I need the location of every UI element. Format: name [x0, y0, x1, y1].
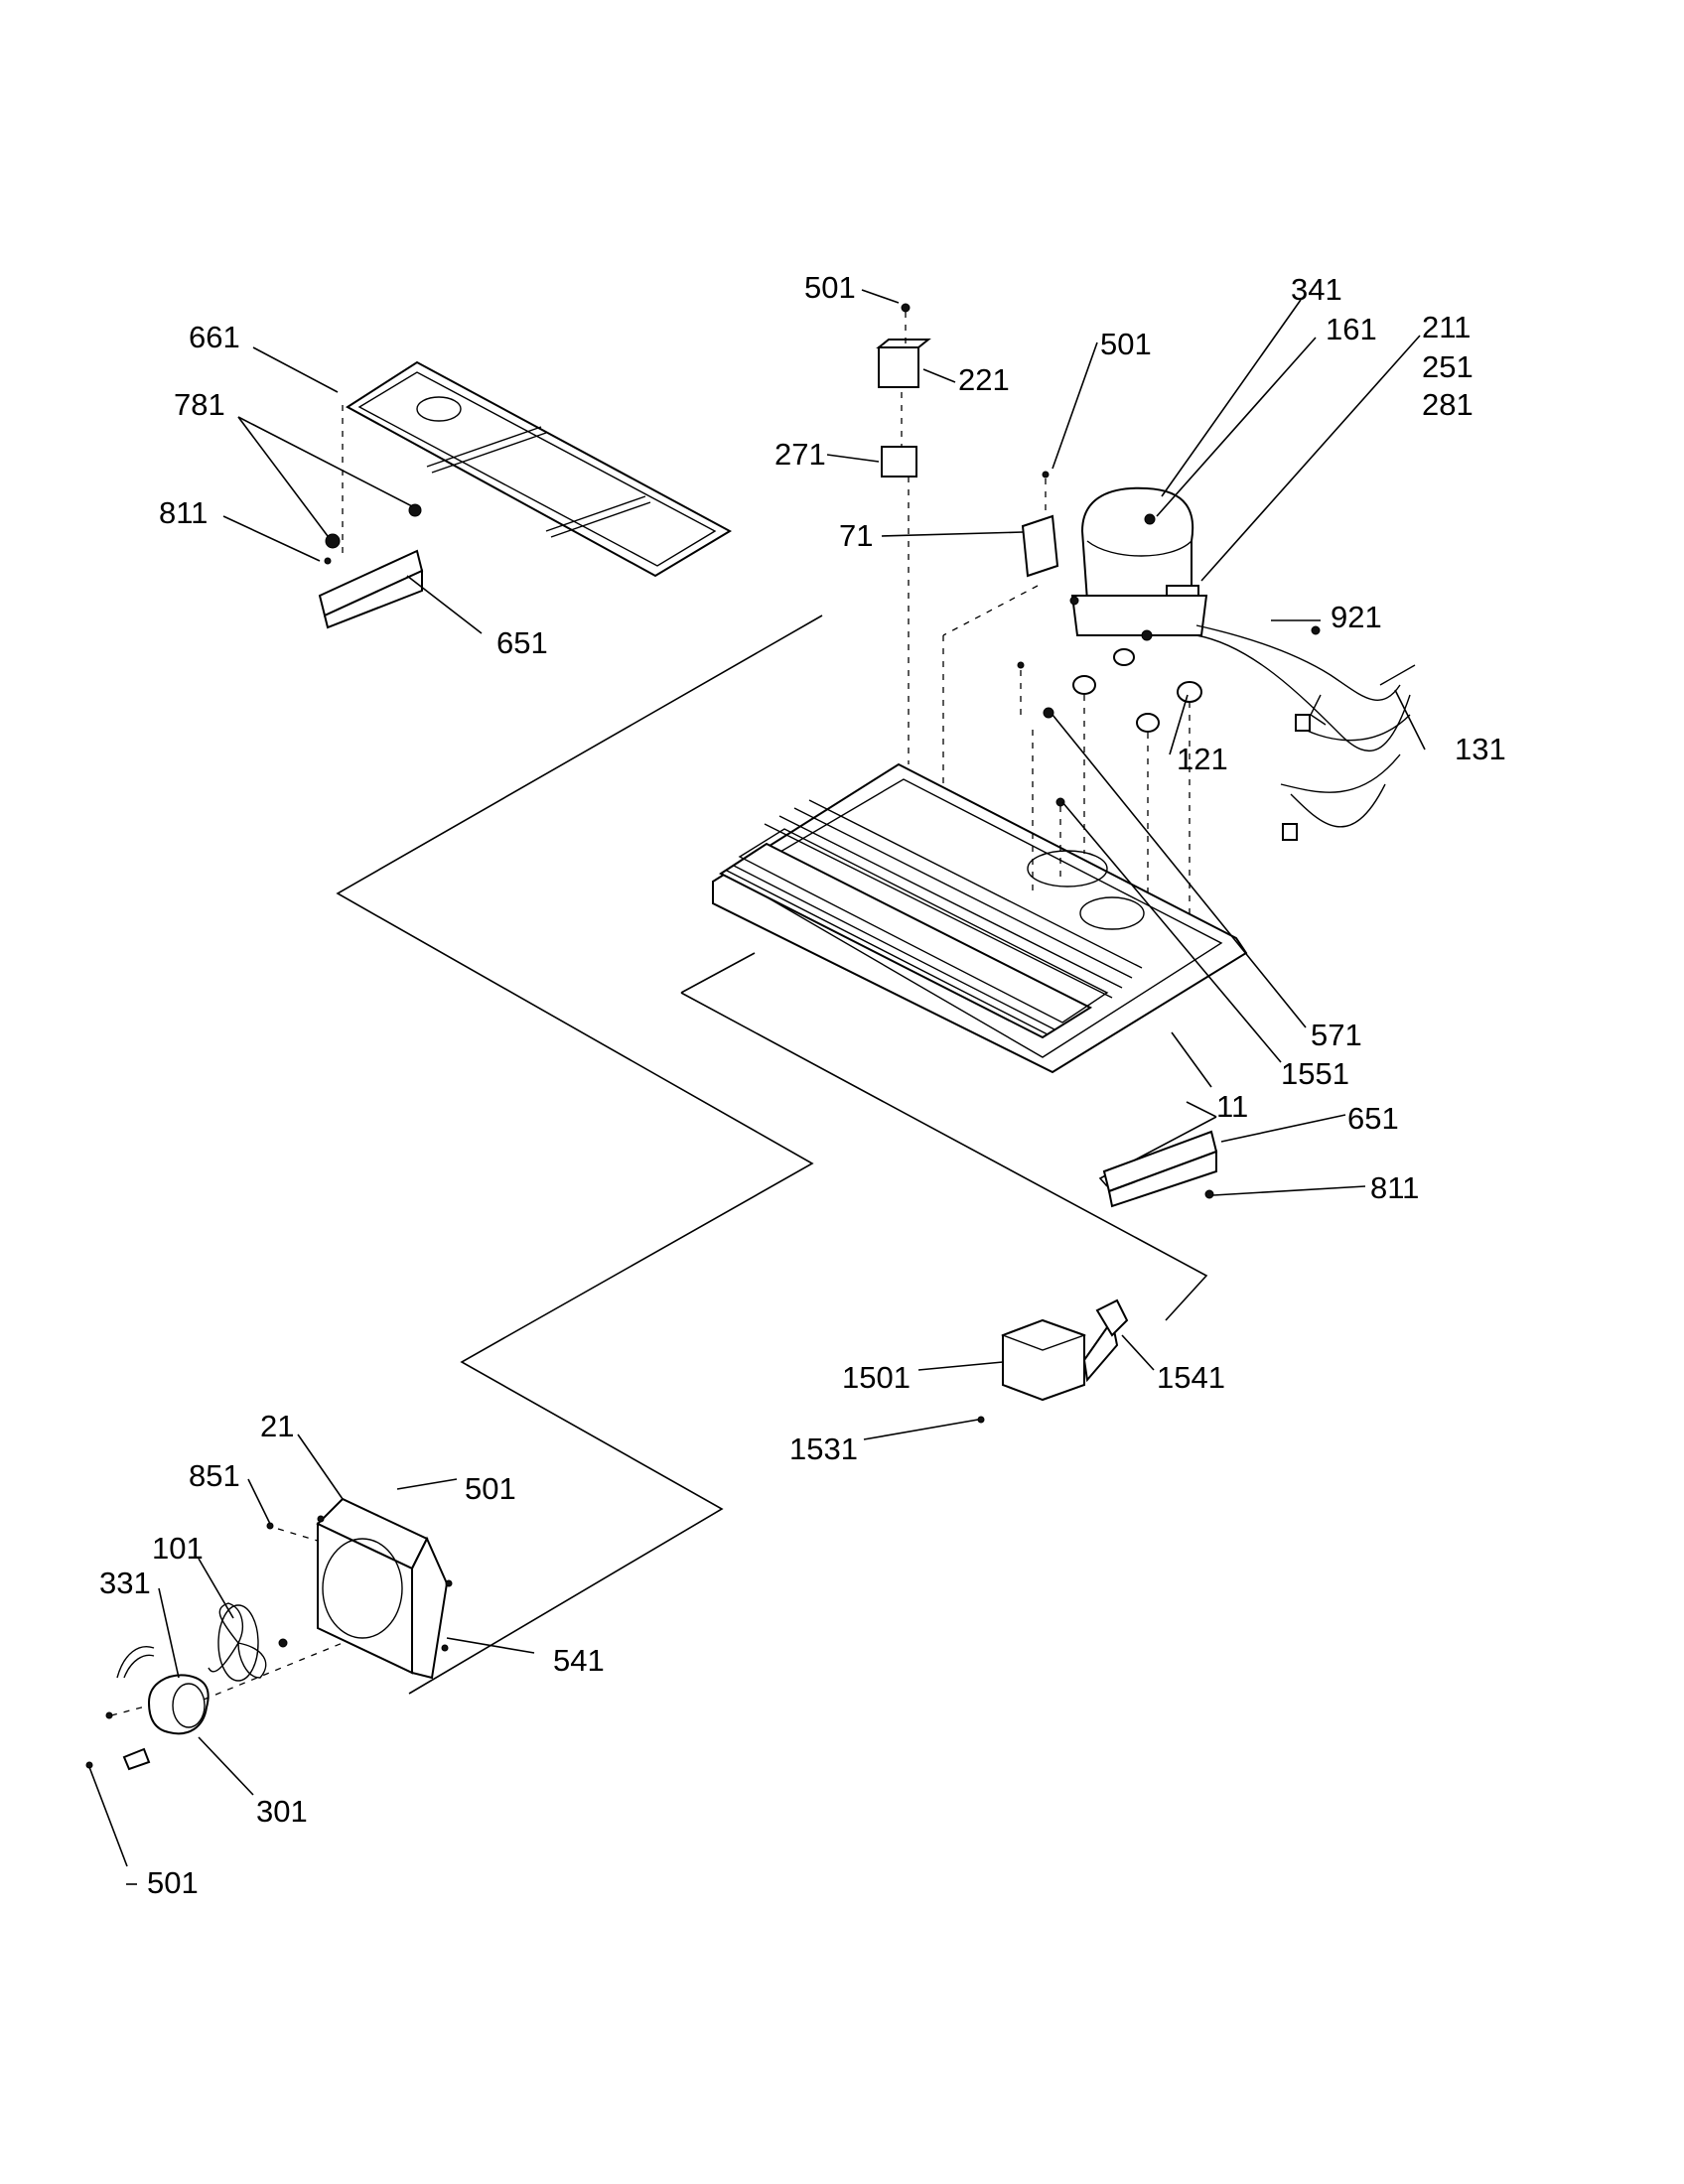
- callout-101: 101: [152, 1531, 204, 1566]
- callout-651-right: 651: [1347, 1101, 1399, 1136]
- callouts: 501 221 271 501 71 341 161 211 251 281 9…: [99, 270, 1506, 1900]
- fan-blade-101: [208, 1602, 288, 1682]
- base-pan-11: [712, 762, 1248, 1074]
- callout-341: 341: [1291, 272, 1342, 307]
- callout-1501: 1501: [842, 1360, 911, 1395]
- callout-161: 161: [1326, 312, 1377, 346]
- bracket-651-right: [1102, 1130, 1218, 1208]
- bracket-651-left: [318, 405, 424, 629]
- callout-1541: 1541: [1157, 1360, 1225, 1395]
- callout-851: 851: [189, 1458, 240, 1493]
- callout-211: 211: [1422, 310, 1471, 344]
- callout-501-top: 501: [804, 270, 856, 305]
- callout-651-left: 651: [496, 625, 548, 660]
- callout-331: 331: [99, 1566, 151, 1600]
- callout-661: 661: [189, 320, 240, 354]
- callout-21: 21: [260, 1409, 294, 1443]
- callout-271: 271: [774, 437, 826, 472]
- leader-lines: [88, 289, 1426, 1867]
- callout-11: 11: [1216, 1089, 1248, 1124]
- callout-781: 781: [174, 387, 225, 422]
- fan-motor-331: [85, 1642, 344, 1771]
- wiring-harness-131: [1195, 624, 1416, 841]
- callout-71: 71: [839, 518, 873, 553]
- callout-221: 221: [958, 362, 1010, 397]
- compressor-341: [1069, 486, 1208, 933]
- callout-501-fan: 501: [465, 1471, 516, 1506]
- mount-bracket-1501: [977, 1298, 1129, 1424]
- overload-271: [881, 392, 917, 764]
- callout-121: 121: [1177, 742, 1228, 776]
- fan-shroud-21: [266, 1497, 453, 1680]
- callout-921: 921: [1331, 600, 1382, 634]
- callout-281: 281: [1422, 387, 1474, 422]
- callout-1551: 1551: [1281, 1056, 1349, 1091]
- callout-571: 571: [1311, 1018, 1362, 1052]
- callout-501-bottom: 501: [147, 1865, 199, 1900]
- screws-1551-571: [1017, 661, 1065, 893]
- callout-1531: 1531: [789, 1432, 858, 1466]
- callout-131: 131: [1455, 732, 1506, 766]
- callout-811-right: 811: [1370, 1170, 1419, 1205]
- condenser-coil: [719, 799, 1143, 1039]
- callout-301: 301: [256, 1794, 308, 1829]
- relay-221: [876, 303, 931, 388]
- callout-501-mid: 501: [1100, 327, 1152, 361]
- callout-811-left: 811: [159, 495, 208, 530]
- callout-541: 541: [553, 1643, 605, 1678]
- assembly-outline: [336, 614, 1217, 1695]
- drain-pan-661: [346, 360, 733, 578]
- callout-251: 251: [1422, 349, 1474, 384]
